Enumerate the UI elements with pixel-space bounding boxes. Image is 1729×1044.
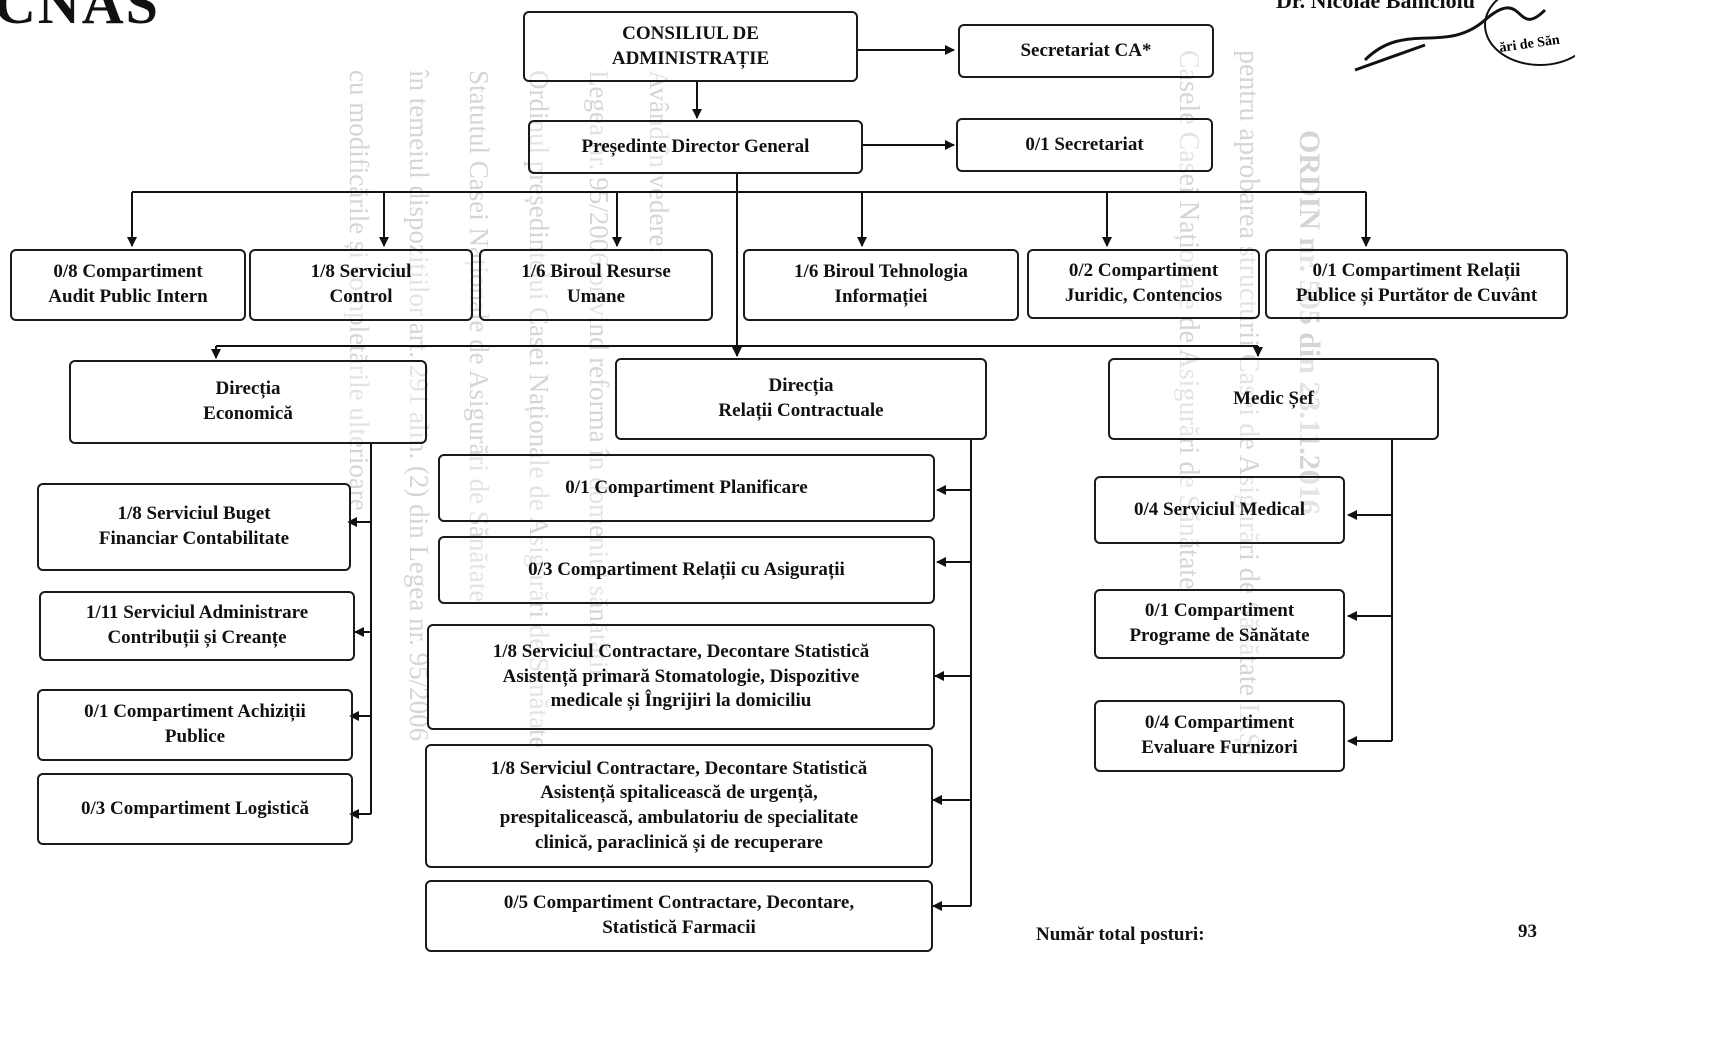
legal-box: 0/2 Compartiment Juridic, Contencios: [1027, 249, 1260, 319]
bleed-through-background: ORDIN nr. 505 din 23.11.2016 pentru apro…: [344, 50, 1326, 758]
provider-evaluation-box: 0/4 Compartiment Evaluare Furnizori: [1094, 700, 1345, 772]
public-relations-box: 0/1 Compartiment Relații Publice și Purt…: [1265, 249, 1568, 319]
economic-direction-box: Direcția Economică: [69, 360, 427, 444]
human-resources-box: 1/6 Biroul Resurse Umane: [479, 249, 713, 321]
contributions-service-box: 1/11 Serviciul Administrare Contribuții …: [39, 591, 355, 661]
health-programs-box: 0/1 Compartiment Programe de Sănătate: [1094, 589, 1345, 659]
svg-text:Legea nr. 95/2006 privind refo: Legea nr. 95/2006 privind reforma în dom…: [584, 70, 614, 676]
president-secretariat-box: 0/1 Secretariat: [956, 118, 1213, 172]
svg-text:pentru aprobarea structurii Ca: pentru aprobarea structurii Casei de Asi…: [1233, 50, 1264, 758]
pharmacies-box: 0/5 Compartiment Contractare, Decontare,…: [425, 880, 933, 952]
chief-medic-box: Medic Șef: [1108, 358, 1439, 440]
primary-care-service-box: 1/8 Serviciul Contractare, Decontare Sta…: [427, 624, 935, 730]
audit-box: 0/8 Compartiment Audit Public Intern: [10, 249, 246, 321]
board-of-directors-box: CONSILIUL DE ADMINISTRAȚIE: [523, 11, 858, 82]
svg-text:Casele Casei Naționale de Asig: Casele Casei Naționale de Asigurări de S…: [1173, 50, 1204, 590]
total-positions-label: Număr total posturi:: [1036, 924, 1205, 945]
procurement-box: 0/1 Compartiment Achiziții Publice: [37, 689, 353, 761]
cnas-logo: CNAS: [0, 0, 160, 36]
hospital-care-service-box: 1/8 Serviciul Contractare, Decontare Sta…: [425, 744, 933, 868]
svg-text:cu modificările și completăril: cu modificările și completările ulterioa…: [344, 70, 374, 511]
medical-service-box: 0/4 Serviciul Medical: [1094, 476, 1345, 544]
board-secretariat-box: Secretariat CA*: [958, 24, 1214, 78]
svg-text:ORDIN nr. 505 din 23.11.2016: ORDIN nr. 505 din 23.11.2016: [1293, 130, 1326, 515]
it-office-box: 1/6 Biroul Tehnologia Informației: [743, 249, 1019, 321]
svg-text:Având în vedere:: Având în vedere:: [644, 70, 674, 254]
signature-name: Dr. Nicolae Bănicioiu: [1276, 0, 1476, 13]
insured-relations-box: 0/3 Compartiment Relații cu Asigurații: [438, 536, 935, 604]
contract-direction-box: Direcția Relații Contractuale: [615, 358, 987, 440]
stamp-signature: ări de Săn: [1354, 0, 1575, 72]
budget-service-box: 1/8 Serviciul Buget Financiar Contabilit…: [37, 483, 351, 571]
total-positions-value: 93: [1518, 921, 1537, 942]
planning-box: 0/1 Compartiment Planificare: [438, 454, 935, 522]
connector-lines: [127, 45, 1393, 911]
president-director-box: Președinte Director General: [528, 120, 863, 174]
svg-text:Ordinul președintelui Casei Na: Ordinul președintelui Casei Naționale de…: [524, 70, 554, 749]
logistics-box: 0/3 Compartiment Logistică: [37, 773, 353, 845]
svg-text:Statutul Casei Naționale de As: Statutul Casei Naționale de Asigurări de…: [464, 70, 494, 602]
control-box: 1/8 Serviciul Control: [249, 249, 473, 321]
